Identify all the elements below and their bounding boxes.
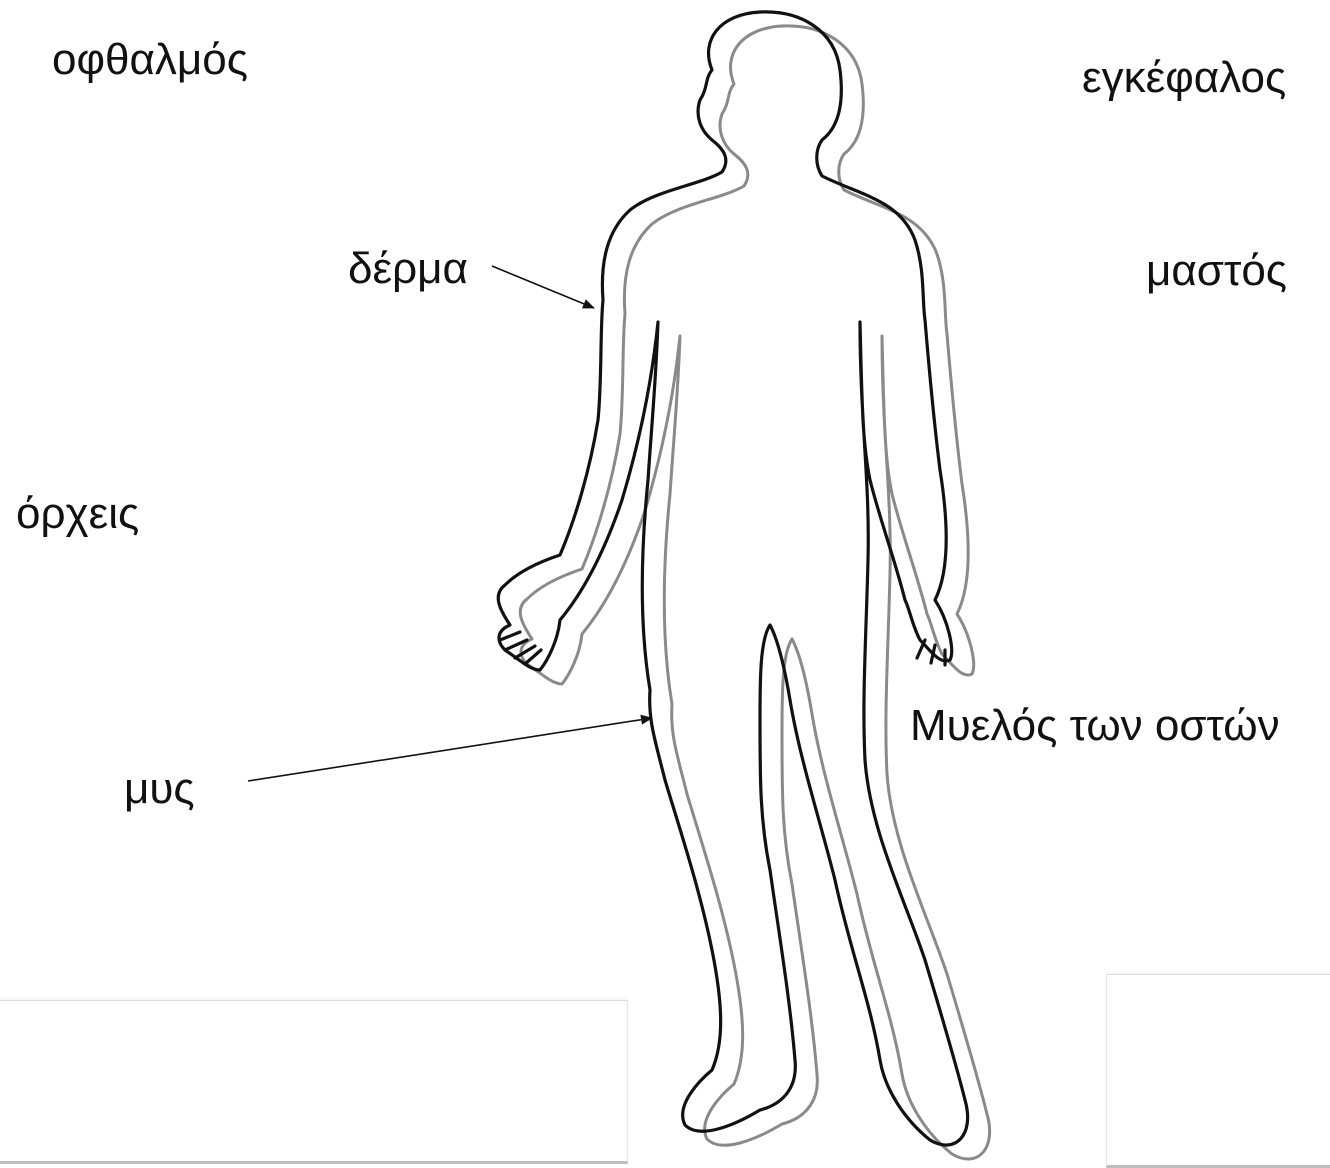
answer-box-left	[0, 1000, 628, 1164]
pointer-arrow-skin	[492, 266, 594, 308]
body-outline-front	[498, 12, 967, 1145]
pointer-arrow-muscle	[248, 718, 652, 781]
answer-box-right	[1106, 974, 1330, 1168]
body-outline-shadow	[520, 26, 989, 1159]
